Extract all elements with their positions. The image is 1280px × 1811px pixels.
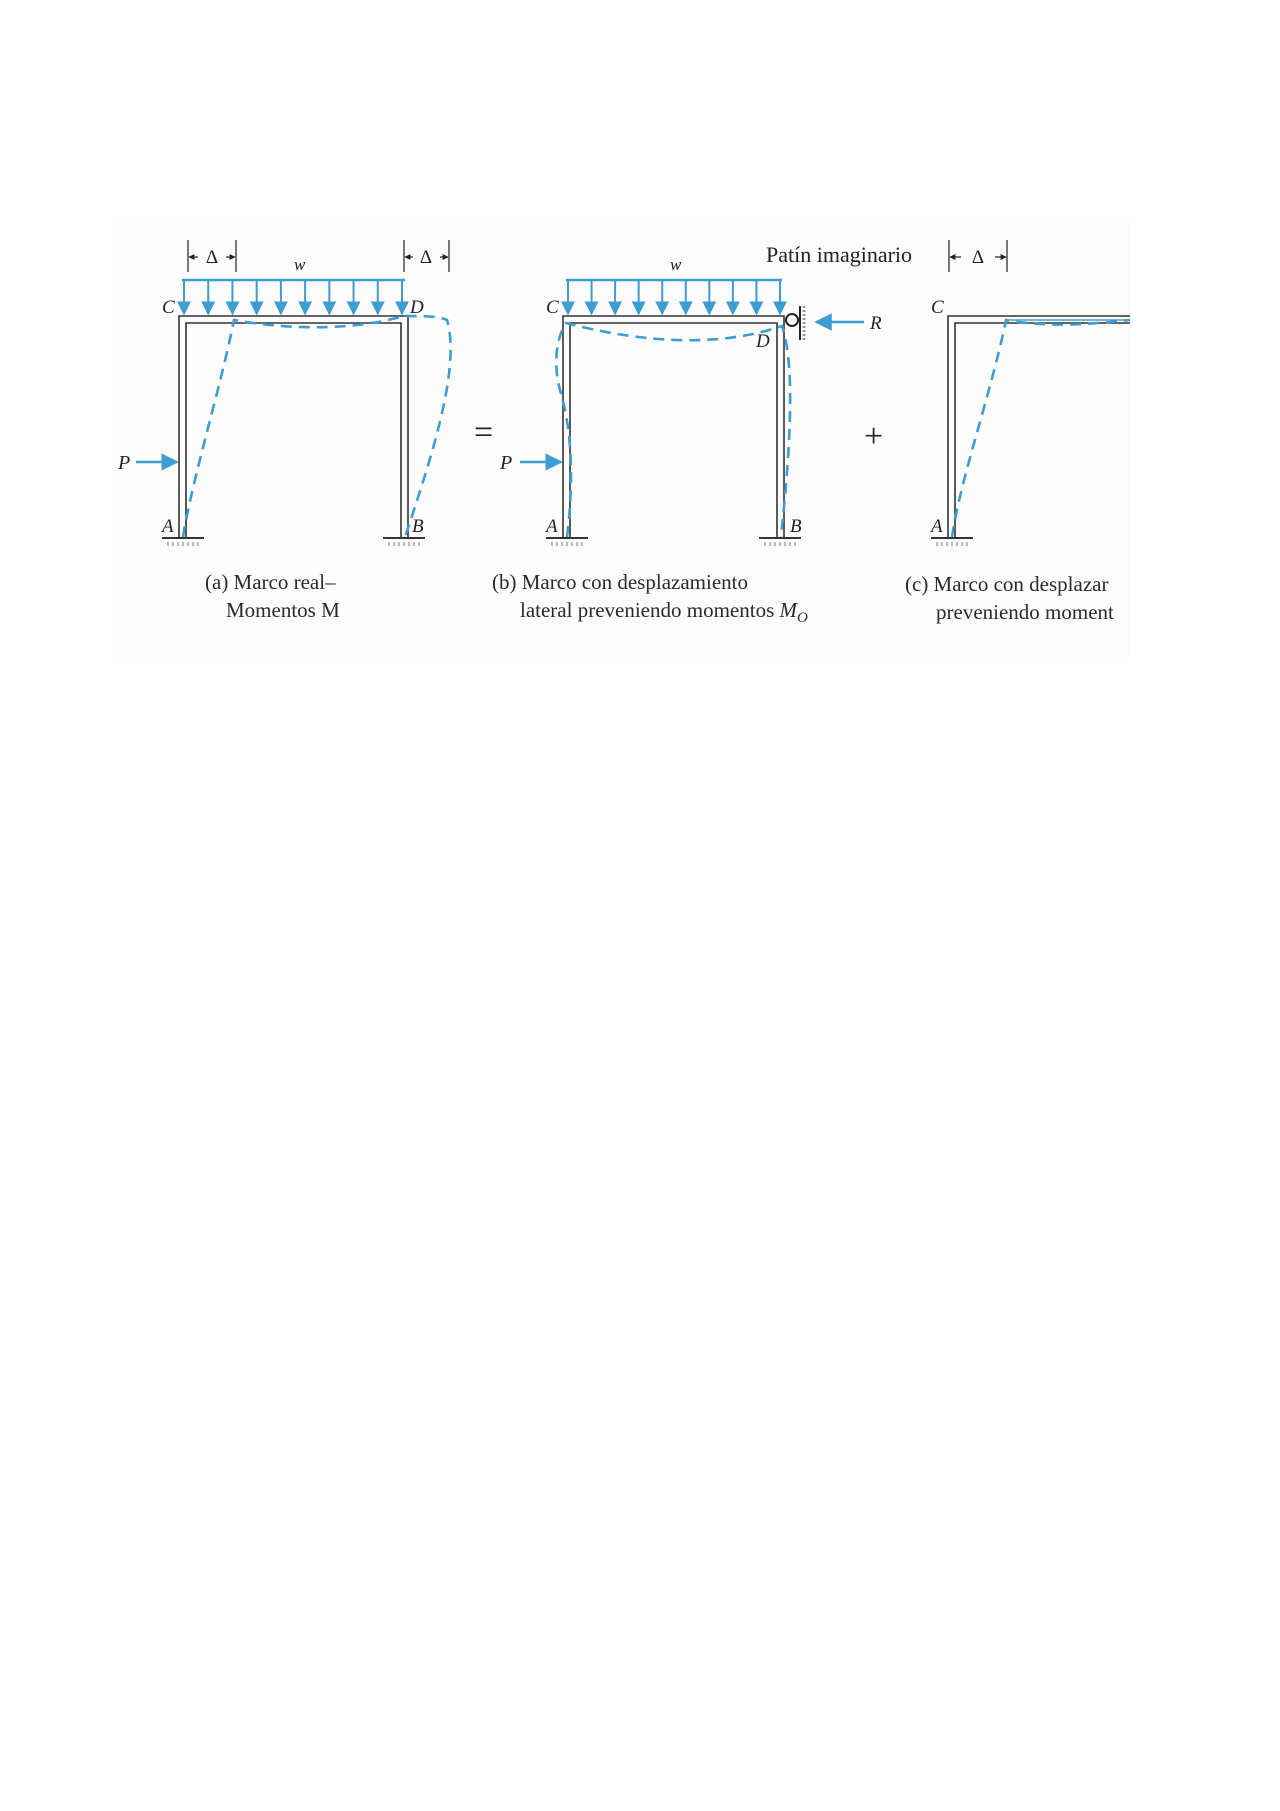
- deflected-shape-a: [181, 314, 452, 538]
- node-a-label-c: A: [929, 516, 943, 537]
- delta-dimension-left-a: [187, 240, 237, 272]
- frame-members-a: [178, 315, 409, 537]
- imaginary-roller-support: [785, 306, 806, 340]
- load-w-label-a: w: [294, 255, 306, 274]
- delta-dimension-c: [948, 240, 1008, 272]
- force-p-label-a: P: [117, 452, 130, 474]
- caption-a-line1: (a) Marco real–: [205, 570, 336, 594]
- node-c-label-a: C: [162, 297, 175, 318]
- node-d-label-a: D: [409, 297, 424, 318]
- node-b-label-a: B: [412, 516, 424, 537]
- distributed-load-b: [561, 278, 787, 316]
- caption-c-line2: preveniendo moment: [936, 600, 1114, 624]
- node-b-label-b: B: [790, 516, 802, 537]
- node-a-label-b: A: [544, 516, 558, 537]
- delta-dimension-right-a: [403, 240, 450, 272]
- caption-b-moment-subscript: O: [797, 610, 808, 626]
- imaginary-support-label: Patín imaginario: [766, 242, 912, 267]
- delta-label-left-a: Δ: [206, 247, 218, 268]
- caption-c-line1: (c) Marco con desplazar: [905, 572, 1108, 596]
- frame-diagram-svg: w Δ Δ: [117, 240, 1130, 626]
- caption-b-line2-text: lateral preveniendo momentos: [520, 598, 780, 622]
- caption-a-line2: Momentos M: [226, 598, 340, 622]
- frame-members-b: [562, 315, 785, 537]
- node-c-label-c: C: [931, 297, 944, 318]
- load-w-label-b: w: [670, 255, 682, 274]
- deflected-shape-b: [554, 321, 792, 538]
- node-d-label-b: D: [755, 331, 770, 352]
- caption-b-line2: lateral preveniendo momentos MO: [520, 598, 808, 626]
- delta-label-c: Δ: [972, 247, 984, 268]
- reaction-r-label: R: [869, 313, 882, 334]
- fixed-support-a-c: [931, 537, 973, 546]
- fixed-support-b-b: [759, 537, 801, 546]
- deflected-shape-c: [950, 318, 1130, 538]
- fixed-support-b: [383, 537, 425, 546]
- force-p-label-b: P: [499, 452, 512, 474]
- node-a-label-a: A: [160, 516, 174, 537]
- fixed-support-a: [162, 537, 204, 546]
- fixed-support-a-b: [546, 537, 588, 546]
- panel-c-sway-frame: Δ C A (c) Marco con desplazar preveniend…: [905, 240, 1130, 624]
- panel-b-restrained-frame: w Patín imaginario R P C D A: [492, 242, 912, 626]
- distributed-load-a: [177, 278, 409, 316]
- equals-sign: =: [474, 414, 493, 451]
- delta-label-right-a: Δ: [420, 247, 432, 268]
- caption-b-line1: (b) Marco con desplazamiento: [492, 570, 748, 594]
- panel-a-actual-frame: w Δ Δ: [117, 240, 452, 622]
- plus-sign: +: [864, 418, 883, 455]
- node-c-label-b: C: [546, 297, 559, 318]
- frame-members-c: [947, 315, 1130, 537]
- frame-diagram-figure: w Δ Δ: [112, 220, 1130, 658]
- caption-b-moment-symbol: M: [779, 598, 799, 622]
